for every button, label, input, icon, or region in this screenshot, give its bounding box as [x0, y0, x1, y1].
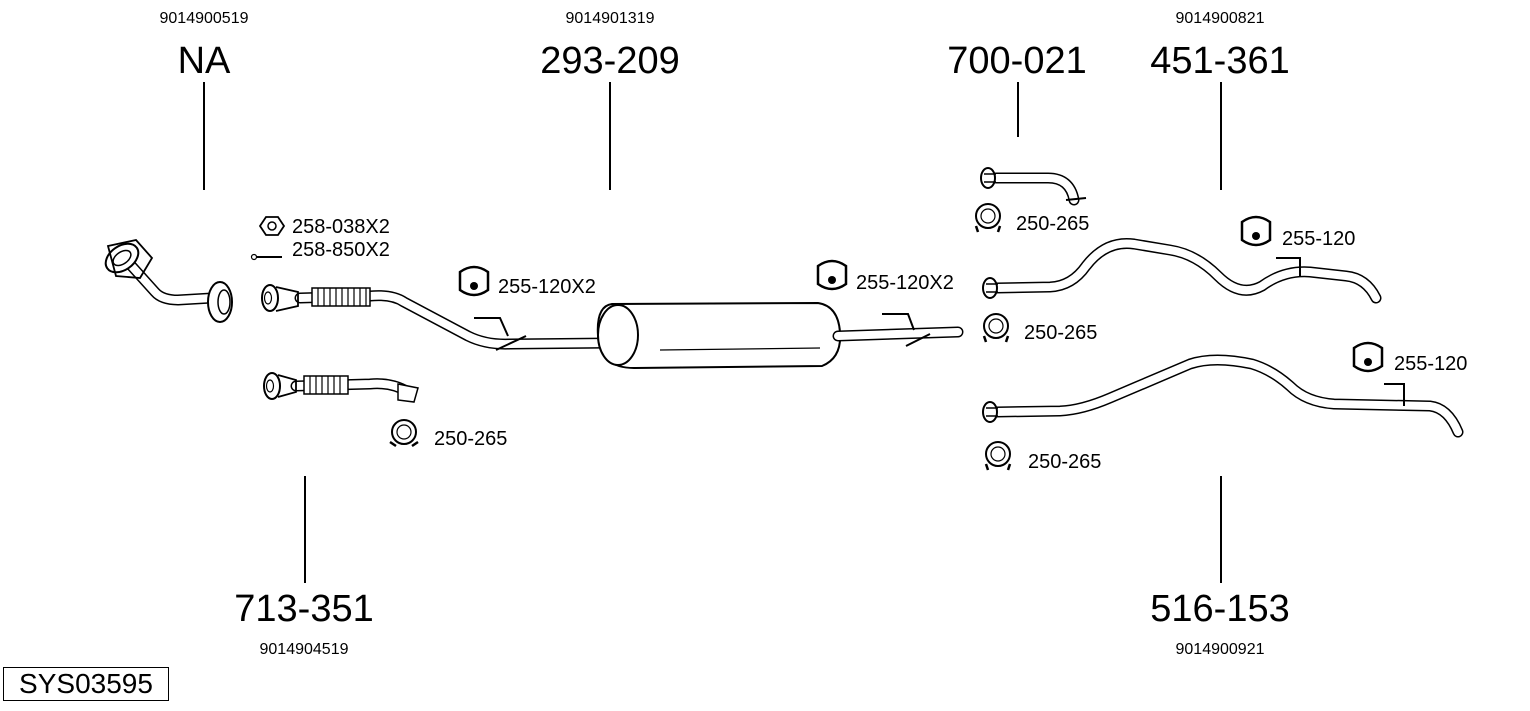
hanger-label-tail-upper[interactable]: 255-120: [1282, 228, 1355, 250]
part-oem-293-209: 9014901319: [566, 10, 655, 27]
rubber-hanger-icon-tail-lower: [1352, 341, 1384, 373]
clamp-label-top-right[interactable]: 250-265: [1016, 213, 1089, 235]
nut-icon: [258, 216, 286, 236]
clamp-icon-bottom-right: [984, 441, 1012, 471]
part-ref-293-209[interactable]: 293-209: [540, 40, 679, 82]
hanger-label-tail-lower[interactable]: 255-120: [1394, 353, 1467, 375]
hanger-label-mid[interactable]: 255-120X2: [856, 272, 954, 294]
part-ref-516-153[interactable]: 516-153: [1150, 588, 1289, 630]
part-ref-700-021[interactable]: 700-021: [947, 40, 1086, 82]
clamp-icon-lower-left: [389, 419, 419, 448]
part-oem-na: 9014900519: [160, 10, 249, 27]
clamp-icon-top-right: [974, 203, 1002, 233]
rubber-hanger-icon-left: [458, 265, 490, 297]
part-oem-451-361: 9014900821: [1176, 10, 1265, 27]
clamp-icon-mid-right: [982, 313, 1010, 343]
intermediate-pipe-lower-713-351[interactable]: [263, 372, 419, 403]
muffler-293-209[interactable]: [596, 301, 964, 370]
tail-elbow-700-021[interactable]: [980, 167, 1087, 206]
part-oem-516-153: 9014900921: [1176, 641, 1265, 658]
clamp-label-lower-left[interactable]: 250-265: [434, 428, 507, 450]
clamp-label-bottom-right[interactable]: 250-265: [1028, 451, 1101, 473]
clamp-label-mid-right[interactable]: 250-265: [1024, 322, 1097, 344]
tail-pipe-lower-516-153[interactable]: [982, 354, 1464, 438]
rubber-hanger-icon-tail-upper: [1240, 215, 1272, 247]
front-pipe-na[interactable]: [100, 238, 233, 323]
nut-label[interactable]: 258-038X2: [292, 216, 390, 238]
bolt-label[interactable]: 258-850X2: [292, 239, 390, 261]
system-code-label: SYS03595: [3, 667, 169, 701]
hanger-label-left[interactable]: 255-120X2: [498, 276, 596, 298]
intermediate-pipe-upper[interactable]: [261, 284, 618, 351]
tail-pipe-upper-451-361[interactable]: [982, 237, 1382, 304]
bolt-icon: [250, 253, 282, 261]
part-ref-na[interactable]: NA: [178, 40, 231, 82]
part-ref-713-351[interactable]: 713-351: [234, 588, 373, 630]
rubber-hanger-icon-mid: [816, 259, 848, 291]
part-ref-451-361[interactable]: 451-361: [1150, 40, 1289, 82]
part-oem-713-351: 9014904519: [260, 641, 349, 658]
